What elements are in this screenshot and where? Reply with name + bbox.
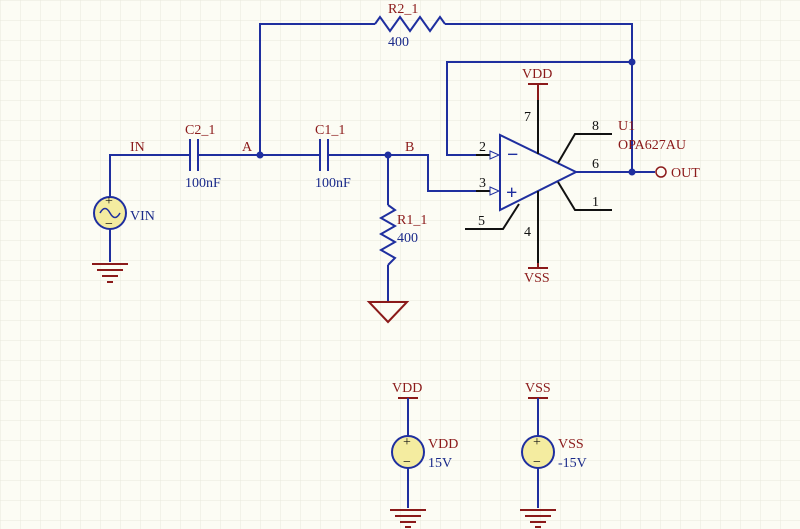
ground-triangle-icon: [366, 301, 410, 324]
power-port-vdd-u1: VDD: [522, 67, 552, 100]
capacitor-c2-icon: [189, 139, 199, 171]
opamp-inverting-sign: −: [507, 144, 518, 166]
opamp-pin-3: 3: [479, 176, 486, 191]
supply-vss-rail-label: VSS: [525, 381, 551, 396]
opamp-designator: U1: [618, 119, 635, 134]
supply-vdd-minus: −: [403, 455, 411, 470]
junction-a: [256, 151, 264, 159]
source-vin-designator: VIN: [130, 209, 155, 224]
wire-a-to-r2: [259, 23, 375, 155]
opamp-pin-5: 5: [478, 214, 485, 229]
supply-vdd-rail-label: VDD: [392, 381, 422, 396]
sine-wave-icon: [99, 207, 121, 219]
junction-b: [384, 151, 392, 159]
supply-vss-designator: VSS: [558, 437, 584, 452]
ground-vin: [92, 263, 128, 283]
capacitor-c2-designator: C2_1: [185, 123, 215, 138]
resistor-r1[interactable]: R1_1 400: [378, 204, 427, 266]
ground-icon: [520, 509, 556, 528]
ground-icon: [390, 509, 426, 528]
capacitor-c1-icon: [319, 139, 329, 171]
supply-vss[interactable]: VSS + − VSS -15V: [521, 381, 587, 508]
pin-3-arrow-icon: [489, 186, 501, 196]
opamp-part-number: OPA627AU: [618, 138, 686, 153]
wire-in: [109, 154, 190, 200]
opamp-noninverting-sign: +: [506, 182, 517, 204]
power-port-vss-u1: VSS: [524, 263, 550, 286]
junction-feedback: [628, 58, 636, 66]
net-label-out: OUT: [671, 166, 700, 181]
source-vin-minus: −: [105, 217, 113, 232]
opamp-pin-1: 1: [592, 195, 599, 210]
supply-vdd-value: 15V: [428, 456, 452, 471]
junctions: [256, 58, 636, 176]
ground-icon: [92, 263, 128, 283]
supply-vss-plus: +: [533, 435, 541, 450]
capacitor-c2-value: 100nF: [185, 176, 221, 191]
wire-feedback: [446, 61, 632, 156]
net-label-b: B: [405, 140, 414, 155]
opamp-pin-6: 6: [592, 157, 599, 172]
net-label-in: IN: [130, 140, 145, 155]
ground-r1: [366, 301, 410, 324]
resistor-r2-icon: [374, 15, 446, 33]
opamp-u1[interactable]: − + 2 3 5 7 4 8 6 1 U1 OPA627AU: [465, 100, 686, 263]
opamp-pin-7: 7: [524, 110, 531, 125]
ground-vss: [520, 509, 556, 528]
supply-vdd-designator: VDD: [428, 437, 458, 452]
pin-2-arrow-icon: [489, 150, 501, 160]
resistor-r1-icon: [378, 204, 398, 266]
ground-vdd: [390, 509, 426, 528]
opamp-pin-4: 4: [524, 225, 531, 240]
power-label-vdd-u1: VDD: [522, 67, 552, 82]
opamp-pin-2: 2: [479, 140, 486, 155]
output-port-icon: [655, 166, 667, 178]
source-vin[interactable]: + − VIN: [93, 194, 155, 262]
resistor-r2[interactable]: R2_1 400: [374, 2, 446, 50]
wire-b-to-noninv: [388, 154, 476, 192]
source-vin-plus: +: [105, 194, 113, 209]
opamp-pin-8: 8: [592, 119, 599, 134]
capacitor-c1[interactable]: C1_1 100nF: [315, 123, 351, 191]
resistor-r1-designator: R1_1: [397, 213, 427, 228]
resistor-r1-value: 400: [397, 231, 418, 246]
junction-out: [628, 168, 636, 176]
net-label-a: A: [242, 140, 253, 155]
power-label-vss-u1: VSS: [524, 271, 550, 286]
capacitor-c1-designator: C1_1: [315, 123, 345, 138]
wire-r2-to-out: [445, 23, 633, 172]
resistor-r2-designator: R2_1: [388, 2, 418, 17]
output-port[interactable]: OUT: [655, 166, 700, 181]
supply-vdd-plus: +: [403, 435, 411, 450]
capacitor-c1-value: 100nF: [315, 176, 351, 191]
supply-vss-value: -15V: [558, 456, 587, 471]
supply-vss-minus: −: [533, 455, 541, 470]
capacitor-c2[interactable]: C2_1 100nF: [185, 123, 221, 191]
resistor-r2-value: 400: [388, 35, 409, 50]
supply-vdd[interactable]: VDD + − VDD 15V: [391, 381, 458, 508]
